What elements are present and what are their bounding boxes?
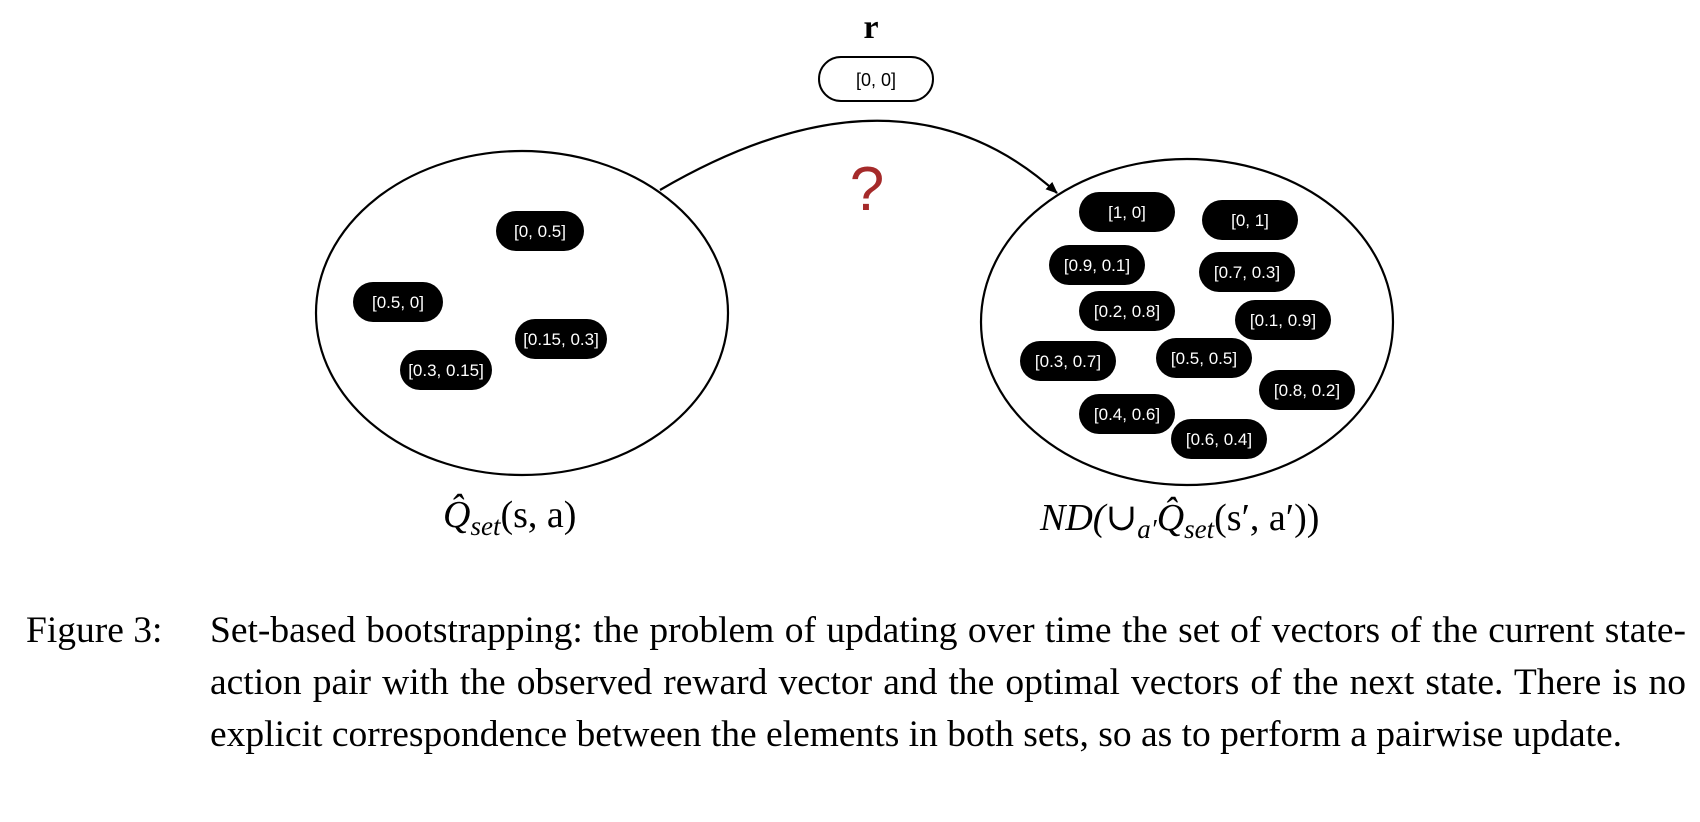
vector-pill: [0.5, 0] (353, 282, 443, 322)
vector-pill: [0.1, 0.9] (1235, 300, 1331, 340)
figure-caption: Figure 3: Set-based bootstrapping: the p… (26, 605, 1686, 761)
vector-pill: [0.5, 0.5] (1156, 338, 1252, 378)
vector-pill-bg (1171, 419, 1267, 459)
vector-pill-bg (353, 282, 443, 322)
vector-value: [0, 0.5] (514, 222, 566, 241)
vector-pill: [0.8, 0.2] (1259, 370, 1355, 410)
vector-pill-bg (1202, 200, 1298, 240)
vector-pill-bg (1079, 192, 1175, 232)
vector-pill: [0.15, 0.3] (515, 319, 607, 359)
vector-pill: [1, 0] (1079, 192, 1175, 232)
vector-pill: [0.4, 0.6] (1079, 394, 1175, 434)
vector-value: [0.8, 0.2] (1274, 381, 1340, 400)
vector-pill: [0.9, 0.1] (1049, 245, 1145, 285)
current-set-label: Q̂set(s, a) (443, 493, 576, 541)
vector-value: [0.7, 0.3] (1214, 263, 1280, 282)
vector-value: [0.6, 0.4] (1186, 430, 1252, 449)
caption-label: Figure 3: (26, 610, 163, 651)
vector-value: [0.4, 0.6] (1094, 405, 1160, 424)
vector-pill-bg (400, 350, 492, 390)
next-set-vectors: [1, 0] [0, 1] [0.9, 0.1] [0.7, 0.3] [0.2, 0.… (1020, 192, 1355, 459)
vector-value: [0.2, 0.8] (1094, 302, 1160, 321)
vector-pill-bg (1079, 394, 1175, 434)
vector-pill: [0, 1] (1202, 200, 1298, 240)
vector-value: [0.5, 0] (372, 293, 424, 312)
reward-label: r (863, 9, 878, 46)
vector-pill: [0.6, 0.4] (1171, 419, 1267, 459)
reward-vector-box (818, 56, 934, 102)
reward-vector: [0, 0] (856, 70, 896, 90)
vector-value: [0.15, 0.3] (523, 330, 599, 349)
vector-value: [0.3, 0.7] (1035, 352, 1101, 371)
vector-pill: [0.7, 0.3] (1199, 252, 1295, 292)
vector-pill-bg (1235, 300, 1331, 340)
vector-pill: [0.3, 0.7] (1020, 341, 1116, 381)
vector-value: [0.9, 0.1] (1064, 256, 1130, 275)
vector-pill: [0, 0.5] (496, 211, 584, 251)
vector-pill-bg (1049, 245, 1145, 285)
question-mark: ? (850, 155, 884, 224)
vector-value: [0.1, 0.9] (1250, 311, 1316, 330)
vector-pill-bg (1079, 291, 1175, 331)
vector-pill-bg (515, 319, 607, 359)
vector-pill: [0.3, 0.15] (400, 350, 492, 390)
vector-value: [0.3, 0.15] (408, 361, 484, 380)
vector-value: [0, 1] (1231, 211, 1269, 230)
current-set-vectors: [0, 0.5] [0.5, 0] [0.15, 0.3] [0.3, 0.15] (353, 211, 607, 390)
vector-value: [0.5, 0.5] (1171, 349, 1237, 368)
bootstrap-arrow (659, 119, 1058, 194)
vector-pill-bg (1259, 370, 1355, 410)
current-set-ellipse (314, 149, 730, 477)
vector-pill-bg (1156, 338, 1252, 378)
next-set-label: ND(∪a′Q̂set(s′, a′)) (1039, 496, 1319, 544)
vector-pill: [0.2, 0.8] (1079, 291, 1175, 331)
caption-text: Set-based bootstrapping: the problem of … (210, 610, 1686, 755)
vector-pill-bg (1199, 252, 1295, 292)
vector-value: [1, 0] (1108, 203, 1146, 222)
vector-pill-bg (496, 211, 584, 251)
vector-pill-bg (1020, 341, 1116, 381)
